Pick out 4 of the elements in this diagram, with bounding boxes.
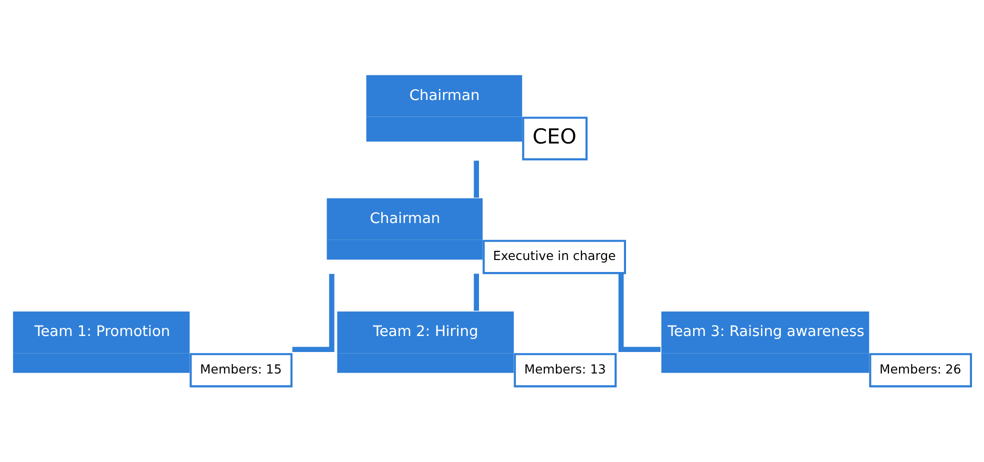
connector xyxy=(292,274,334,352)
connector xyxy=(474,160,480,198)
connector xyxy=(618,274,661,352)
connector xyxy=(474,274,480,311)
